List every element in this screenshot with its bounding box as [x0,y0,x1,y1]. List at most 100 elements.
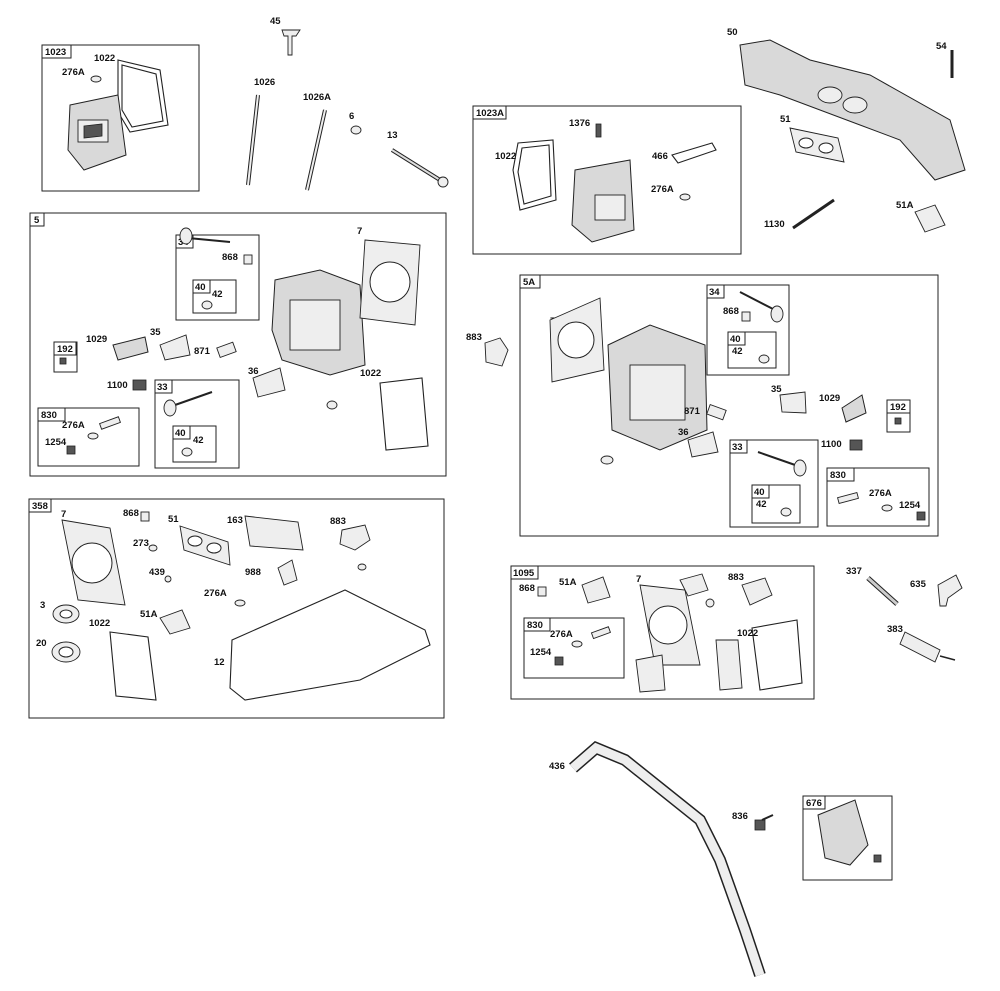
part-number-label: 1022 [360,368,381,379]
valve-icon [770,305,784,323]
part-number-label: 1026 [254,77,275,88]
washer-icon [234,599,246,607]
blower-housing-icon [817,799,869,866]
part-number-label: 51A [896,200,914,211]
spring-icon [159,334,191,361]
adapter-icon [837,491,859,505]
part-number-label: 54 [936,41,947,52]
gasket-icon [159,609,191,635]
part-number-label: 1026A [303,92,331,103]
part-number-label: 35 [150,327,161,338]
part-number-label: 1022 [89,618,110,629]
spring-icon [779,391,807,414]
intake-manifold-group: 50 54 51 1130 51A [727,27,966,233]
part-number-label: 358 [32,501,48,512]
part-number-label: 868 [519,583,535,594]
gasket-icon [581,576,611,604]
part-number-label: 276A [550,629,573,640]
screw-icon [595,123,602,138]
part-number-label: 51A [140,609,158,620]
washer-icon [326,400,338,410]
crankcase-gasket-icon [229,589,431,701]
part-number-label: 883 [466,332,482,343]
part-number-label: 192 [890,402,906,413]
gasket-icon [715,639,743,691]
kit-1095: 1095 868 51A 7 883 1022 830 276A 1254 [510,565,815,700]
gasket-icon [635,654,666,693]
gasket-icon [484,337,509,367]
guide-plate-icon [132,379,147,391]
part-number-label: 830 [527,620,543,631]
part-number-label: 13 [387,130,398,141]
part-number-label: 42 [756,499,767,510]
guide-plate-icon [849,439,863,451]
gasket-icon [379,377,429,451]
rocker-arm-icon [112,336,149,361]
screw-icon [66,445,76,455]
part-number-label: 676 [806,798,822,809]
part-number-label: 830 [41,410,57,421]
part-number-label: 871 [194,346,211,357]
washer-icon [571,640,583,648]
part-number-label: 871 [684,406,701,417]
valve-icon [793,459,807,477]
tube-icon [216,341,237,359]
part-number-label: 51 [168,514,179,525]
gasket-icon [179,525,231,566]
washer-icon [90,75,102,83]
screw-icon [916,511,926,521]
part-number-label: 1023 [45,47,66,58]
kit-358: 358 7 868 273 439 51 163 883 988 276A 51… [28,498,445,719]
part-number-label: 45 [270,16,281,27]
part-number-label: 35 [771,384,782,395]
retainer-icon [758,354,770,364]
part-number-label: 276A [62,67,85,78]
part-number-label: 1254 [530,647,552,658]
kit-5a: 5A 7 34 868 40 42 35 1029 192 871 1100 3… [519,274,939,537]
seal-icon [537,586,547,597]
part-number-label: 1022 [737,628,758,639]
spark-plug-boot-icon [937,574,963,607]
kit-1023: 1023 1022 276A [41,44,200,192]
part-number-label: 830 [830,470,846,481]
part-number-label: 273 [133,538,149,549]
tube-icon [706,403,727,421]
push-rod-guide-icon [281,29,301,56]
part-number-label: 1095 [513,568,535,579]
part-number-label: 20 [36,638,47,649]
retainer-icon [780,507,792,517]
part-number-label: 3 [40,600,45,611]
part-number-label: 36 [678,427,689,438]
part-number-label: 1100 [107,380,128,391]
adapter-icon [590,626,611,640]
rocker-arm-icon [841,394,867,423]
part-number-label: 1254 [45,437,67,448]
screw-icon [873,854,882,863]
part-number-label: 40 [195,282,206,293]
part-number-label: 836 [732,811,748,822]
part-number-label: 40 [730,334,741,345]
gasket-icon [671,142,717,164]
washer-icon [357,563,367,571]
gasket-icon [789,127,845,163]
washer-icon [148,544,158,552]
gasket-icon [339,524,371,551]
spring-icon [687,431,719,458]
solenoid-icon [899,631,941,663]
part-number-label: 276A [869,488,892,499]
part-number-label: 1376 [569,118,590,129]
washer-icon [600,455,614,465]
gasket-icon [244,515,304,551]
plate-icon [277,559,298,586]
part-number-label: 12 [214,657,225,668]
seal-icon [140,511,150,522]
part-number-label: 1130 [764,219,785,230]
washer-icon [350,125,362,135]
bolt-icon [754,819,766,831]
part-number-label: 1022 [94,53,115,64]
gasket-icon [512,139,557,211]
part-number-label: 163 [227,515,243,526]
seal-icon [741,311,751,322]
part-number-label: 7 [61,509,66,520]
